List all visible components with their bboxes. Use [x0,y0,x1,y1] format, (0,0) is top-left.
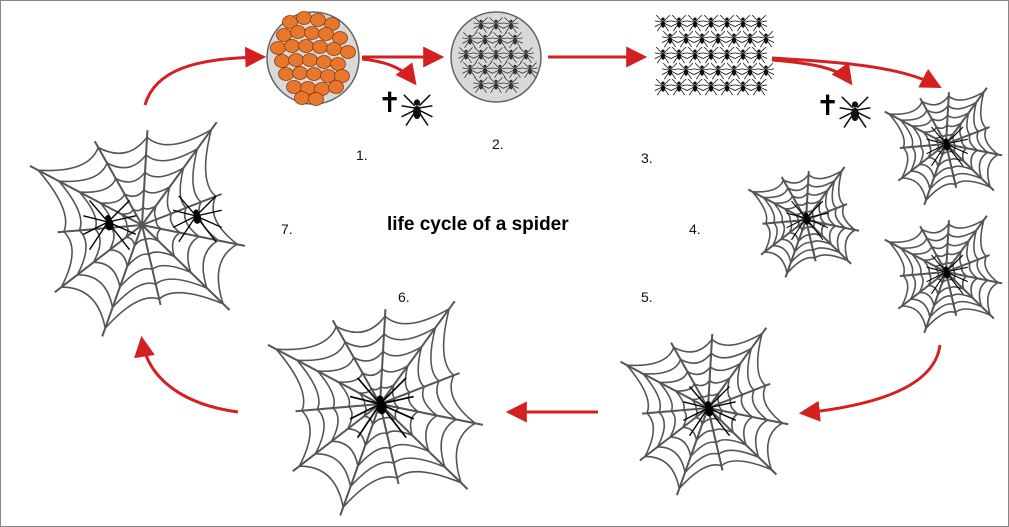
egg-sac [267,12,359,106]
arrow-4-to-5 [803,345,940,413]
death-cross-icon: ✝ [378,89,401,117]
stage-label-4: 4. [689,221,701,237]
stage-label-2: 2. [492,136,504,152]
death-cross-icon: ✝ [816,92,839,120]
stage-label-5: 5. [641,289,653,305]
arrow-7-to-1 [145,57,262,105]
dispersed-spiderlings [655,15,774,95]
diagram-title: life cycle of a spider [387,214,569,236]
arrow-6-to-7 [142,340,238,412]
stage-label-6: 6. [398,289,410,305]
arrow-1-to-death [362,59,414,82]
stage-label-7: 7. [281,221,293,237]
webs [30,88,1002,516]
dead-spider-2 [840,97,871,128]
dead-spider-1 [402,95,433,126]
stage-label-1: 1. [356,147,368,163]
stage-label-3: 3. [641,150,653,166]
spiderling-sac [451,12,541,102]
